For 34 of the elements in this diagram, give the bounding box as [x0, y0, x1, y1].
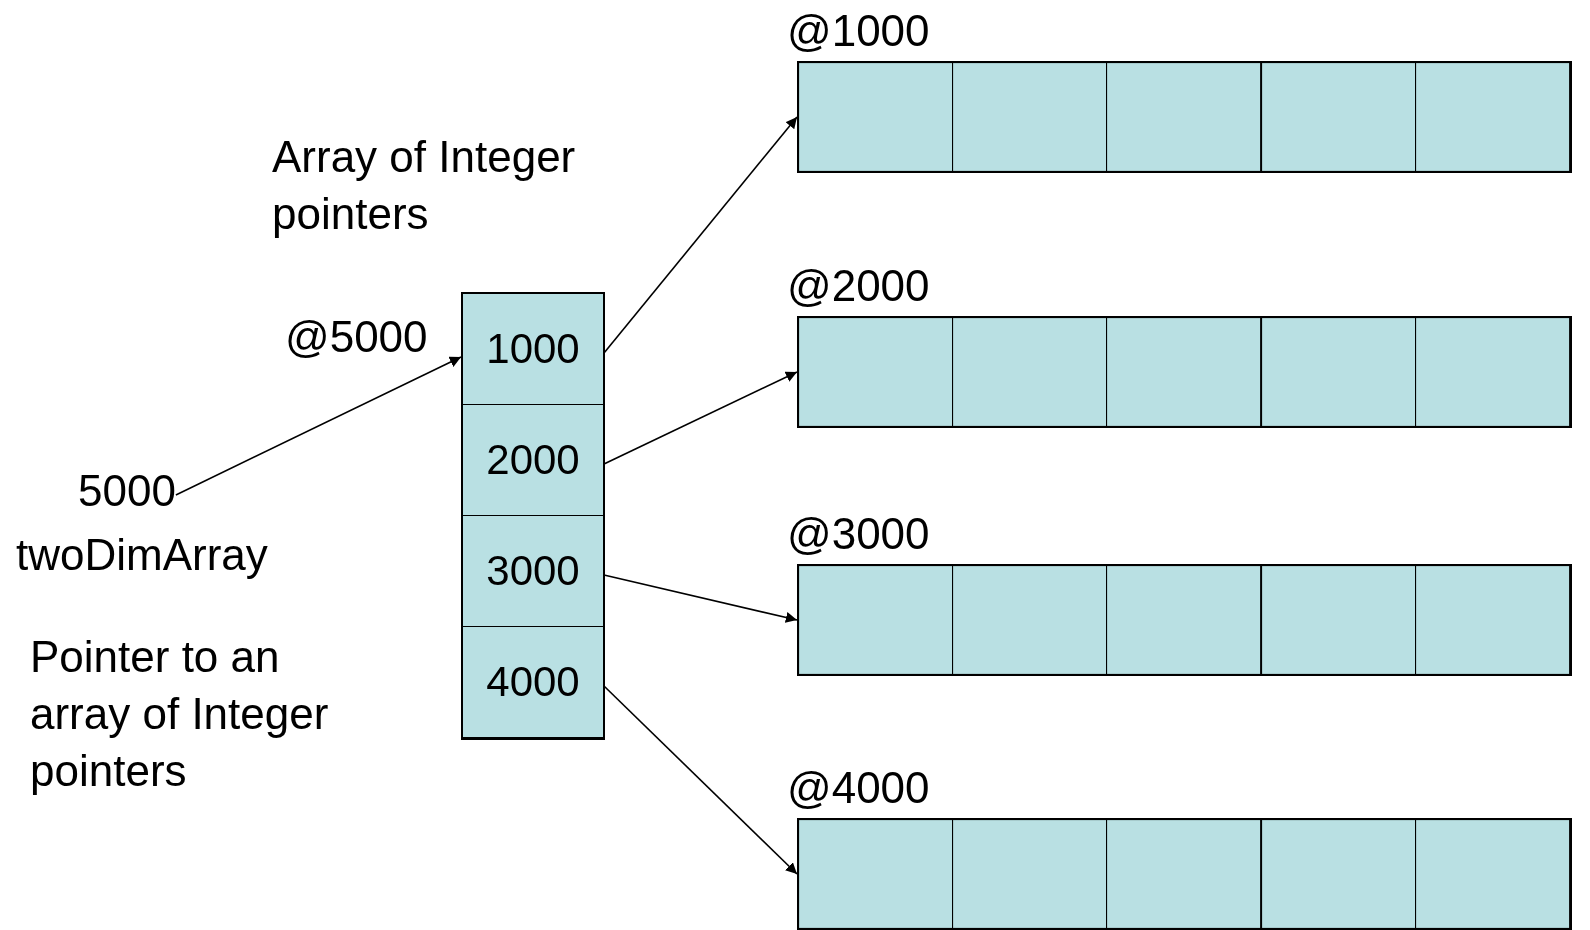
- memory-cell: [1106, 565, 1262, 675]
- address-label: @3000: [787, 509, 930, 559]
- memory-cell: [952, 819, 1108, 929]
- memory-cell: [1106, 62, 1262, 172]
- memory-cell: [1260, 317, 1416, 427]
- memory-cell: [1414, 565, 1570, 675]
- memory-cell: [1106, 819, 1262, 929]
- memory-cell: [1106, 317, 1262, 427]
- memory-cell: [952, 565, 1108, 675]
- address-label: @1000: [787, 6, 930, 56]
- memory-cell: [1414, 317, 1570, 427]
- description-text: Pointer to an array of Integer pointers: [30, 631, 330, 797]
- memory-cell: [1260, 819, 1416, 929]
- memory-cell: [1414, 62, 1570, 172]
- memory-cell: [798, 62, 954, 172]
- memory-cell: [952, 62, 1108, 172]
- arrow: [603, 574, 798, 623]
- memory-cell: [798, 317, 954, 427]
- variable-name: twoDimArray: [16, 529, 269, 581]
- arrow: [603, 685, 798, 875]
- address-label: @5000: [285, 312, 428, 362]
- memory-cell: [1414, 819, 1570, 929]
- memory-cell: [798, 565, 954, 675]
- value-text: 5000: [78, 466, 176, 516]
- memory-cell: [1260, 565, 1416, 675]
- arrow: [175, 356, 462, 496]
- arrow: [603, 116, 798, 354]
- memory-cell: [1260, 62, 1416, 172]
- arrow: [603, 371, 798, 465]
- address-label: @2000: [787, 261, 930, 311]
- description-text: Array of Integer pointers: [272, 131, 577, 240]
- memory-cell: [952, 317, 1108, 427]
- memory-cell: [798, 819, 954, 929]
- address-label: @4000: [787, 763, 930, 813]
